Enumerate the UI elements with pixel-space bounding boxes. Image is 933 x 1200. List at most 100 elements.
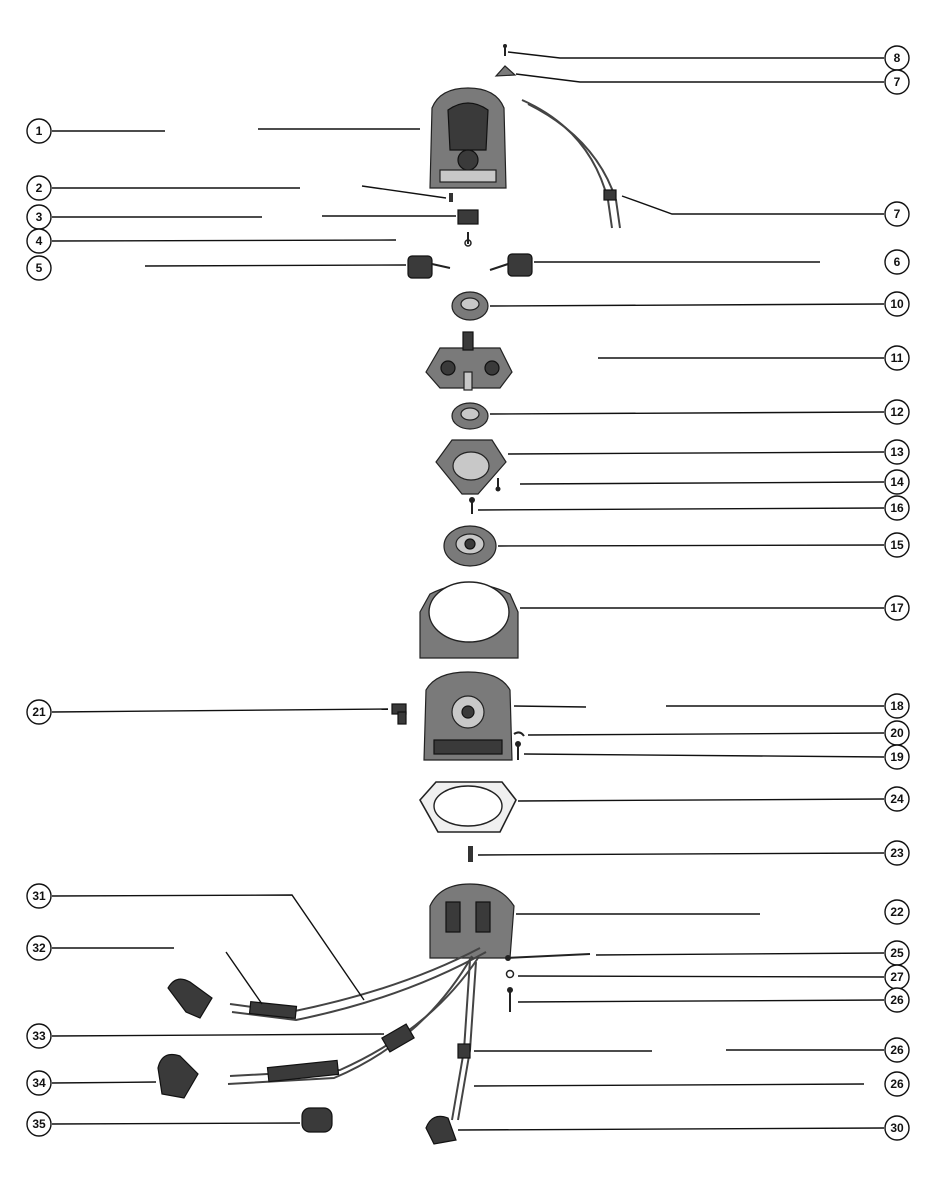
svg-text:17: 17 <box>890 601 904 615</box>
part-cover-17 <box>419 581 519 659</box>
callout-2: 2 <box>26 175 447 201</box>
svg-text:6: 6 <box>894 255 901 269</box>
callout-14: 14 <box>519 469 910 495</box>
svg-text:35: 35 <box>32 1117 46 1131</box>
callout-3: 3 <box>26 204 456 230</box>
part-screw-16 <box>469 497 475 514</box>
svg-text:33: 33 <box>32 1029 46 1043</box>
svg-text:2: 2 <box>36 181 43 195</box>
part-cap-8 <box>494 65 517 77</box>
svg-text:1: 1 <box>36 124 43 138</box>
callout-8: 7 <box>515 69 910 95</box>
part-wire-26-30 <box>425 959 477 1145</box>
callout-31: 31 <box>26 883 365 1001</box>
callout-5: 5 <box>26 255 407 281</box>
part-bearing-12 <box>451 402 489 430</box>
part-gasket-24 <box>419 781 517 833</box>
callout-33: 33 <box>26 1023 385 1049</box>
callout-7: 2 7 6 7 <box>621 195 910 227</box>
callout-23: 23 <box>477 840 910 866</box>
svg-text:16: 16 <box>890 501 904 515</box>
svg-text:30: 30 <box>890 1121 904 1135</box>
part-nut-27 <box>505 969 515 979</box>
callout-15: 15 <box>497 532 910 558</box>
svg-text:4: 4 <box>36 234 43 248</box>
part-cable-33-34 <box>157 955 479 1099</box>
part-screw-14 <box>495 478 501 492</box>
callout-24: 24 <box>517 786 910 812</box>
svg-text:7: 7 <box>894 75 901 89</box>
callout-10: 10 <box>489 291 910 317</box>
part-screw-25 <box>505 953 591 961</box>
callout-4: 4 <box>26 228 397 254</box>
svg-text:34: 34 <box>32 1076 46 1090</box>
svg-text:27: 27 <box>890 970 904 984</box>
svg-text:10: 10 <box>890 297 904 311</box>
callout-26-middle: 26 <box>474 1037 910 1063</box>
svg-text:31: 31 <box>32 889 46 903</box>
part-plate-13 <box>435 439 507 495</box>
svg-text:13: 13 <box>890 445 904 459</box>
callout-1: 1 <box>26 118 420 144</box>
callout-34: 34 <box>26 1070 157 1096</box>
svg-text:14: 14 <box>890 475 904 489</box>
callout-35: 35 <box>26 1111 301 1137</box>
callout-12: 12 <box>489 399 910 425</box>
callout-9: 8 <box>507 45 910 71</box>
svg-text:23: 23 <box>890 846 904 860</box>
svg-text:26: 26 <box>890 993 904 1007</box>
svg-text:26: 26 <box>890 1077 904 1091</box>
svg-text:19: 19 <box>890 750 904 764</box>
callout-6: 6 <box>534 249 910 275</box>
callout-18: 18 <box>513 693 910 719</box>
part-disc-15 <box>443 525 497 567</box>
callout-22: 22 <box>516 899 910 925</box>
part-fitting-21 <box>391 703 407 725</box>
callout-26-lower: 26 <box>473 1071 910 1097</box>
svg-text:15: 15 <box>890 538 904 552</box>
callout-19: 19 <box>523 744 910 770</box>
svg-text:11: 11 <box>891 351 904 365</box>
svg-text:32: 32 <box>32 941 46 955</box>
part-point-6 <box>489 253 533 277</box>
part-pin-2 <box>449 193 453 202</box>
svg-text:18: 18 <box>890 699 904 713</box>
callout-21: 21 <box>26 699 389 725</box>
callout-20: 20 <box>527 720 910 746</box>
callout-30: 30 <box>457 1115 910 1141</box>
part-screw-26a <box>507 987 513 1012</box>
part-housing-22 <box>429 883 515 959</box>
part-housing-1 <box>429 87 507 189</box>
part-grommet-35 <box>301 1107 333 1133</box>
callout-27: 27 <box>517 964 910 990</box>
callout-25: 25 <box>595 940 910 966</box>
callout-7-text: 7 <box>894 207 901 221</box>
svg-text:12: 12 <box>890 405 904 419</box>
part-screw-19 <box>515 741 521 760</box>
svg-text:26: 26 <box>890 1043 904 1057</box>
svg-text:24: 24 <box>890 792 904 806</box>
callout-13: 13 <box>507 439 910 465</box>
callout-16: 16 <box>477 495 910 521</box>
part-bearing-10 <box>451 291 489 321</box>
callout-17: 17 <box>520 595 910 621</box>
callout-26-upper: 26 <box>517 987 910 1013</box>
part-block-3 <box>457 209 479 225</box>
part-point-5 <box>407 255 451 279</box>
part-screw-9 <box>503 44 507 56</box>
callout-32: 32 <box>26 935 263 1005</box>
part-wire-lead-7 <box>521 99 621 229</box>
part-housing-18 <box>423 671 513 761</box>
part-cable-31-32 <box>167 947 487 1022</box>
svg-text:5: 5 <box>36 261 43 275</box>
svg-text:22: 22 <box>890 905 904 919</box>
svg-text:25: 25 <box>890 946 904 960</box>
callout-11: 11 <box>598 345 910 371</box>
part-screw-4 <box>464 232 472 247</box>
svg-text:20: 20 <box>890 726 904 740</box>
part-stud-23 <box>468 846 473 862</box>
svg-text:21: 21 <box>32 705 46 719</box>
svg-text:8: 8 <box>894 51 901 65</box>
part-clip-20 <box>513 731 525 737</box>
